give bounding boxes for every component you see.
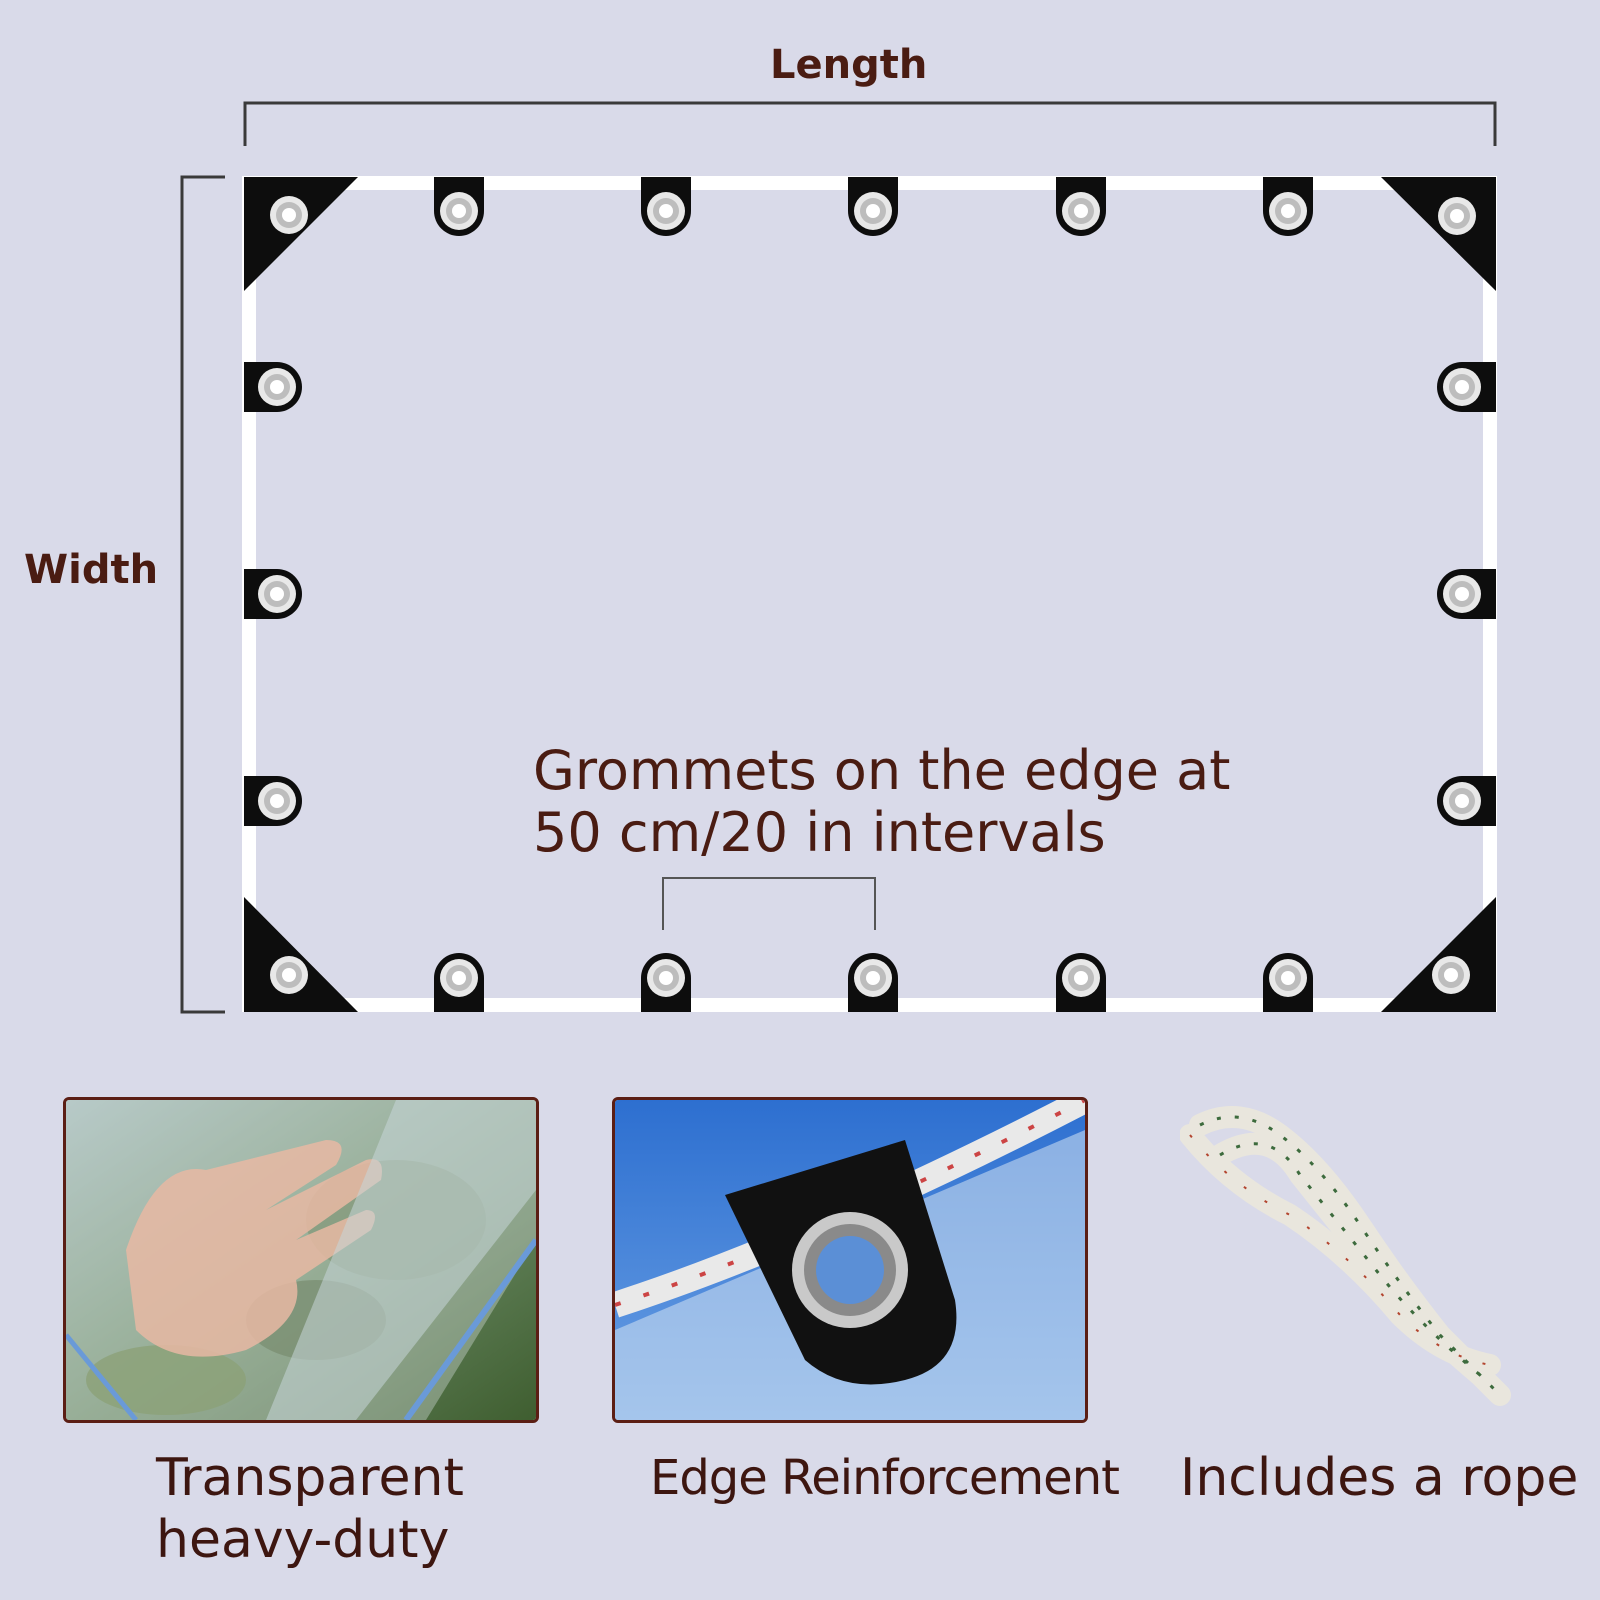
length-label: Length — [770, 42, 928, 88]
edge-reinforcement-photo — [612, 1097, 1088, 1423]
grommet-left-1 — [244, 362, 302, 412]
tarp-border — [242, 176, 1497, 1012]
grommet-left-2 — [244, 569, 302, 619]
grommet-right-3 — [1437, 776, 1496, 826]
corner-top-left — [244, 177, 358, 291]
grommet-corner-bottom-right — [1432, 956, 1470, 994]
caption-rope-line-1: Includes a rope — [1180, 1448, 1579, 1508]
transparent-photo — [63, 1097, 539, 1423]
caption-edge-line-1: Edge Reinforcement — [650, 1450, 1120, 1506]
grommet-corner-top-left — [270, 196, 308, 234]
grommet-corner-top-right — [1438, 197, 1476, 235]
length-bracket — [243, 101, 1497, 146]
width-label: Width — [24, 547, 159, 593]
grommet-top-5 — [1263, 177, 1313, 236]
caption-edge: Edge Reinforcement — [650, 1447, 1120, 1509]
grommet-left-3 — [244, 776, 302, 826]
grommet-bottom-2 — [641, 953, 691, 1012]
note-line-1: Grommets on the edge at — [533, 739, 1231, 802]
grommets — [244, 177, 1496, 1012]
corner-bottom-right — [1381, 897, 1496, 1012]
grommet-bottom-1 — [434, 953, 484, 1012]
grommet-top-2 — [641, 177, 691, 236]
grommet-bottom-3 — [848, 953, 898, 1012]
corner-patches — [244, 177, 1496, 1012]
grommet-top-1 — [434, 177, 484, 236]
grommet-right-1 — [1437, 362, 1496, 412]
grommet-top-4 — [1056, 177, 1106, 236]
caption-transparent: Transparent heavy-duty — [156, 1447, 464, 1571]
grommet-corner-bottom-left — [270, 956, 308, 994]
grommet-top-3 — [848, 177, 898, 236]
width-bracket — [180, 175, 225, 1014]
caption-transparent-line-2: heavy-duty — [156, 1510, 450, 1570]
grommet-bottom-5 — [1263, 953, 1313, 1012]
caption-rope: Includes a rope — [1180, 1447, 1578, 1509]
corner-top-right — [1381, 177, 1496, 291]
tarp-diagram — [180, 101, 1497, 1014]
interval-bracket — [662, 877, 876, 930]
grommet-bottom-4 — [1056, 953, 1106, 1012]
caption-transparent-line-1: Transparent — [156, 1448, 464, 1508]
corner-bottom-left — [244, 897, 358, 1012]
rope-image — [1180, 1106, 1511, 1406]
grommet-right-2 — [1437, 569, 1496, 619]
grommet-interval-note: Grommets on the edge at 50 cm/20 in inte… — [533, 740, 1233, 864]
note-line-2: 50 cm/20 in intervals — [533, 801, 1106, 864]
